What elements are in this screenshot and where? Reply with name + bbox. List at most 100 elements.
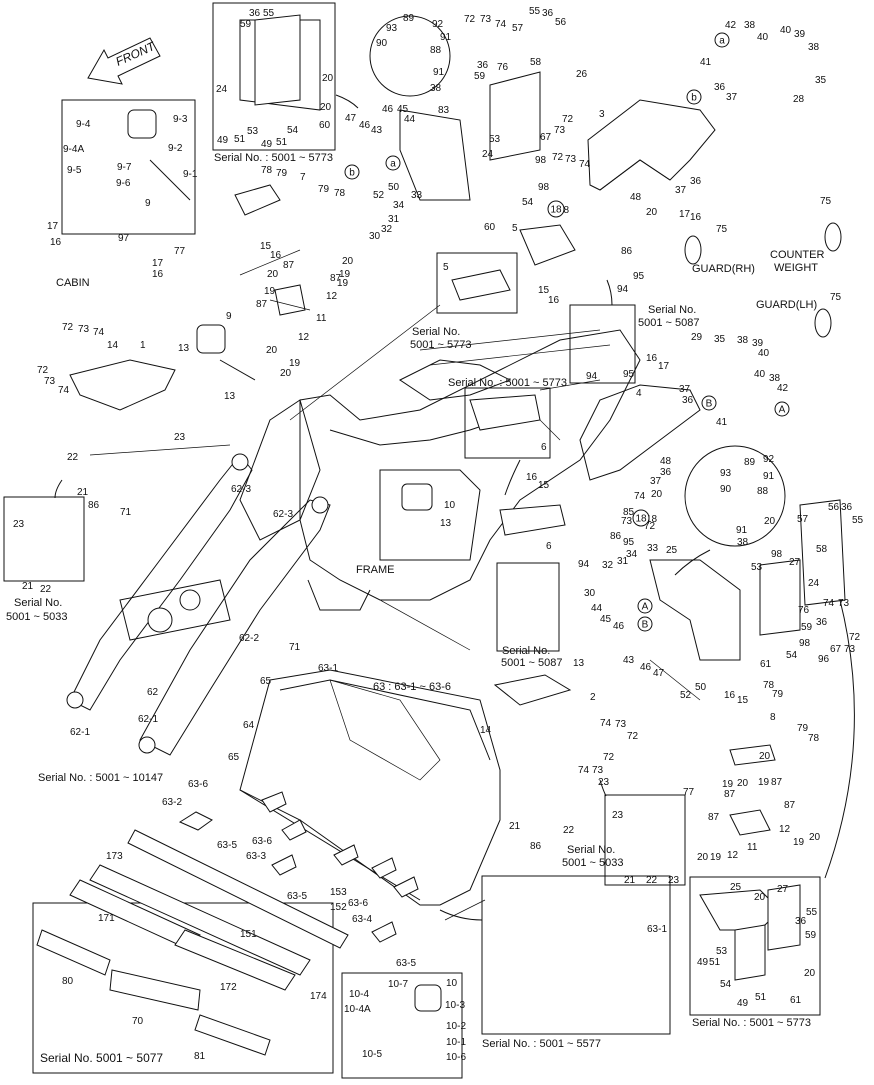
part-label-q4: 57 [797,514,809,525]
part-label-d7: 41 [700,57,712,68]
part-label-f2: 45 [397,104,409,115]
part-label-f3: 44 [404,114,416,125]
part-label-c6: 56 [555,17,567,28]
part-label-i16: 87 [256,299,268,310]
part-label-zz13: 51 [755,992,767,1003]
part-label-j5: 16 [152,269,164,280]
part-label-d5: 39 [794,29,806,40]
ref-marker-cb1: b [344,164,360,180]
part-label-h9: 75 [820,196,832,207]
part-label-k4: 16 [548,295,560,306]
part-label-o4: 10 [444,500,456,511]
part-label-q13: 72 [849,632,861,643]
part-label-g5: 73 [565,154,577,165]
part-label-j4: 17 [152,258,164,269]
part-label-a8: 49 [217,135,229,146]
part-label-o5: 13 [440,518,452,529]
part-label-d8: 35 [815,75,827,86]
ref-marker-label: 18 [550,205,562,216]
part-label-u11: 21 [509,821,521,832]
part-label-zz12: 49 [737,998,749,1009]
caption-guard-rh: GUARD(RH) [692,263,755,275]
part-label-m14: 36 [682,395,694,406]
part-label-w4: 23 [668,875,680,886]
detail-circle-top [369,15,451,97]
part-label-k1: 5 [512,223,518,234]
part-label-x3: 151 [240,929,257,940]
side-plates [254,14,846,981]
part-label-l11: 13 [224,391,236,402]
part-label-g2: 98 [535,155,547,166]
part-label-e3: 9-2 [168,143,183,154]
serial-s8b: 5001 ~ 5033 [562,857,623,869]
part-label-m1: 94 [586,371,598,382]
machine-frame-drawing [239,329,641,611]
part-label-q21: 61 [760,659,772,670]
part-label-r14: 50 [695,682,707,693]
part-label-c13: 72 [562,114,574,125]
serial-numbers: Serial No. : 5001 ~ 5773 Serial No. 5001… [6,152,811,1065]
ref-marker-cA2: A [637,598,653,614]
part-label-p2: 92 [763,454,775,465]
part-label-k5: 86 [621,246,633,257]
part-label-g7: 98 [538,182,550,193]
part-label-a7: 60 [319,120,331,131]
part-label-x1: 173 [106,851,123,862]
ref-marker-label: B [642,620,649,631]
part-label-p3: 93 [720,468,732,479]
part-label-i20: 19 [289,358,301,369]
part-label-v17: 20 [809,832,821,843]
steps [69,184,776,836]
part-label-r4: 31 [617,556,629,567]
part-label-m3: 16 [646,353,658,364]
part-label-y6: 10-2 [446,1021,466,1032]
part-label-q16: 98 [799,638,811,649]
part-label-o10: 37 [650,476,662,487]
frame-guard-box [569,304,636,384]
part-label-zz6: 59 [805,930,817,941]
part-label-zz2: 20 [754,892,766,903]
part-label-m10: 40 [754,369,766,380]
part-label-o17: 86 [610,531,622,542]
part-label-i4: 79 [318,184,330,195]
part-label-v10: 19 [722,779,734,790]
part-label-u3: 14 [480,725,492,736]
ref-marker-c18a: 18 [547,200,565,218]
guards [684,222,842,338]
ref-marker-cB1: B [701,395,717,411]
part-label-t8: 153 [330,887,347,898]
serial-s3a: Serial No. [648,304,696,316]
part-label-l2: 73 [78,324,90,335]
part-label-v11: 87 [771,777,783,788]
part-label-a12: 51 [276,137,288,148]
part-label-f12: 31 [388,214,400,225]
part-label-y1: 10 [446,978,458,989]
part-label-j3: 97 [118,233,130,244]
caption-weight: WEIGHT [774,262,818,274]
part-label-e8: 9-1 [183,169,198,180]
part-label-v8: 77 [683,787,695,798]
part-label-f8: 52 [373,190,385,201]
ref-marker-cb2: b [686,89,702,105]
part-label-t2: 63-6 [188,779,208,790]
part-label-n5: 71 [120,507,132,518]
part-label-c1: 72 [464,14,476,25]
lamp-brackets [127,109,442,1012]
serial-s9: Serial No. 5001 ~ 5077 [40,1051,163,1065]
part-label-b4: 91 [440,32,452,43]
ref-marker-label: B [706,399,713,410]
part-label-p4: 91 [763,471,775,482]
part-label-e4: 9-4A [63,144,84,155]
part-label-n2: 22 [67,452,79,463]
guard-lh-disk [814,308,832,338]
part-label-k7: 94 [617,284,629,295]
lift-arms [66,453,331,756]
serial-s7a: Serial No. [502,645,550,657]
part-label-z1: 63-1 [647,924,667,935]
ref-marker-label: 18 [635,514,647,525]
leader-curves [54,94,855,921]
part-label-i17: 11 [316,313,327,324]
part-label-g1: 53 [489,134,501,145]
part-label-q10: 74 [823,598,835,609]
part-label-o14: 73 [621,516,633,527]
